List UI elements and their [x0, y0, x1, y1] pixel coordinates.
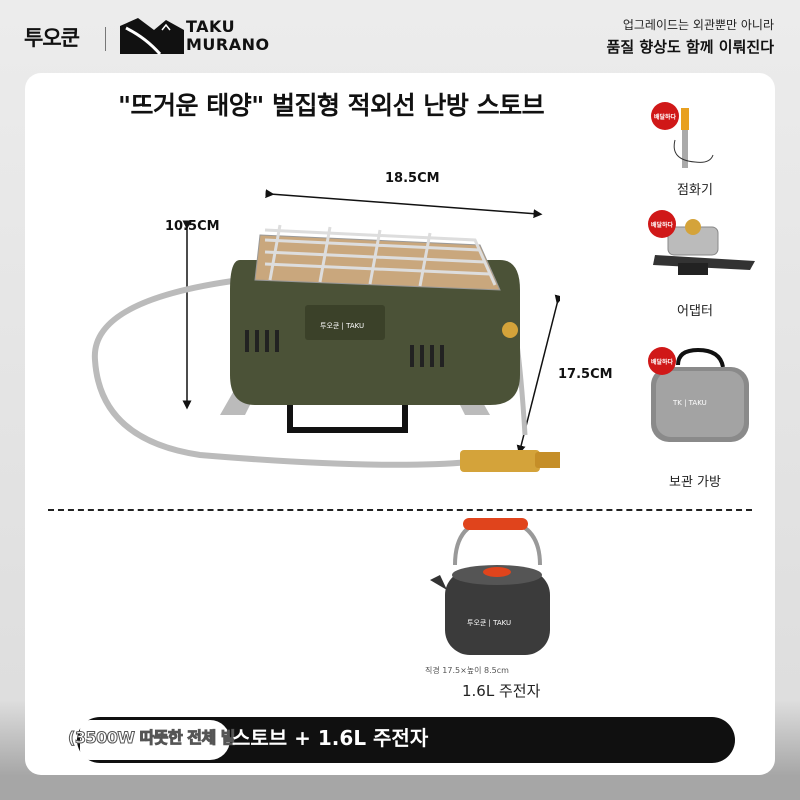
accessory-label-igniter: 점화기 [677, 183, 713, 198]
svg-text:투오쿤 | TAKU: 투오쿤 | TAKU [320, 322, 364, 330]
banner-prefix: (3500W 따뜻한 전체 빌 [67, 728, 236, 748]
svg-text:투오쿤 | TAKU: 투오쿤 | TAKU [467, 619, 511, 627]
mountain-logo-icon [120, 18, 184, 55]
kettle-image: 투오쿤 | TAKU [430, 517, 550, 655]
accessory-label-bag: 보관 가방 [669, 475, 721, 490]
carry-handle [287, 400, 408, 433]
kettle-spec: 직경 17.5×높이 8.5cm [425, 666, 509, 675]
gift-badge: 배달하다 [648, 347, 676, 375]
dashed-divider [48, 509, 752, 511]
igniter-image [673, 108, 714, 168]
brand-korean: 투오쿤 [24, 26, 80, 50]
gift-badge: 배달하다 [648, 210, 676, 238]
svg-text:TK | TAKU: TK | TAKU [672, 399, 707, 407]
tagline-2: 품질 향상도 함께 이뤄진다 [606, 38, 774, 56]
brand-divider [105, 27, 106, 51]
gift-badge: 배달하다 [651, 102, 679, 130]
storage-bag-image: TK | TAKU [651, 347, 749, 442]
gas-hose [91, 277, 471, 468]
width-arrow [265, 189, 543, 219]
brand-en-line2: MURANO [186, 35, 270, 54]
banner-main: 스토브 + 1.6L 주전자 [232, 726, 429, 750]
tagline-1: 업그레이드는 외관뿐만 아니라 [622, 18, 774, 32]
accessory-label-adapter: 어댑터 [677, 304, 713, 319]
height-dimension: 10.5CM [165, 219, 220, 234]
brand-english: TAKU MURANO [186, 18, 270, 54]
brass-valve [460, 450, 540, 472]
width-dimension: 18.5CM [385, 171, 440, 186]
product-title: "뜨거운 태양" 벌집형 적외선 난방 스토브 [118, 91, 545, 120]
brand-en-line1: TAKU [186, 17, 236, 36]
banner-highlight [80, 720, 230, 760]
kettle-label: 1.6L 주전자 [462, 682, 541, 700]
depth-dimension: 17.5CM [558, 367, 613, 382]
adapter-image [653, 219, 755, 275]
stove-illustration: 투오쿤 | TAKU [91, 189, 560, 472]
